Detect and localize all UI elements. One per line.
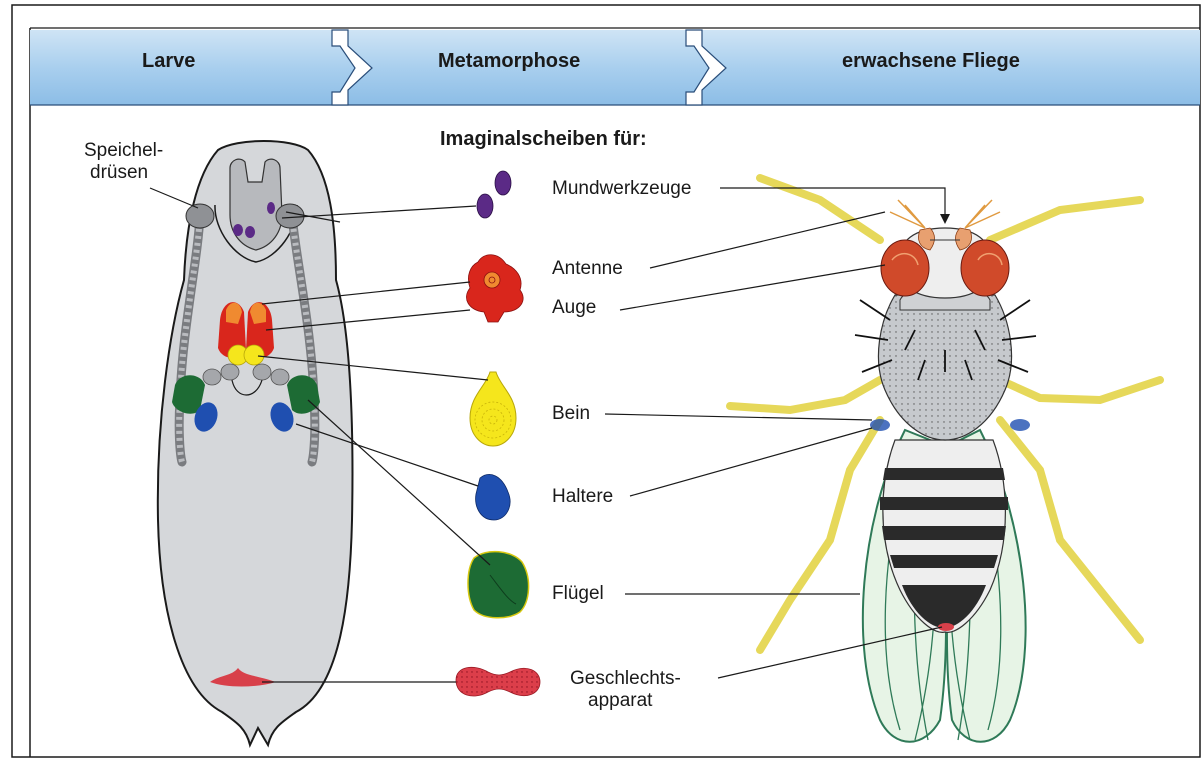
label-leg: Bein — [552, 403, 590, 425]
stage-banner — [30, 30, 1200, 105]
label-salivary-1: Speichel- — [84, 140, 163, 162]
label-wing: Flügel — [552, 583, 604, 605]
stage-label-larva: Larve — [142, 50, 195, 73]
label-genital-2: apparat — [588, 690, 652, 712]
label-salivary-2: drüsen — [90, 162, 148, 184]
stage-label-adult: erwachsene Fliege — [842, 50, 1020, 73]
diagram-title: Imaginalscheiben für: — [440, 128, 647, 151]
stage-label-metamorphosis: Metamorphose — [438, 50, 580, 73]
label-haltere: Haltere — [552, 486, 613, 508]
label-genital-1: Geschlechts- — [570, 668, 681, 690]
label-antenna: Antenne — [552, 258, 623, 280]
label-eye: Auge — [552, 297, 596, 319]
label-mouthparts: Mundwerkzeuge — [552, 178, 691, 200]
